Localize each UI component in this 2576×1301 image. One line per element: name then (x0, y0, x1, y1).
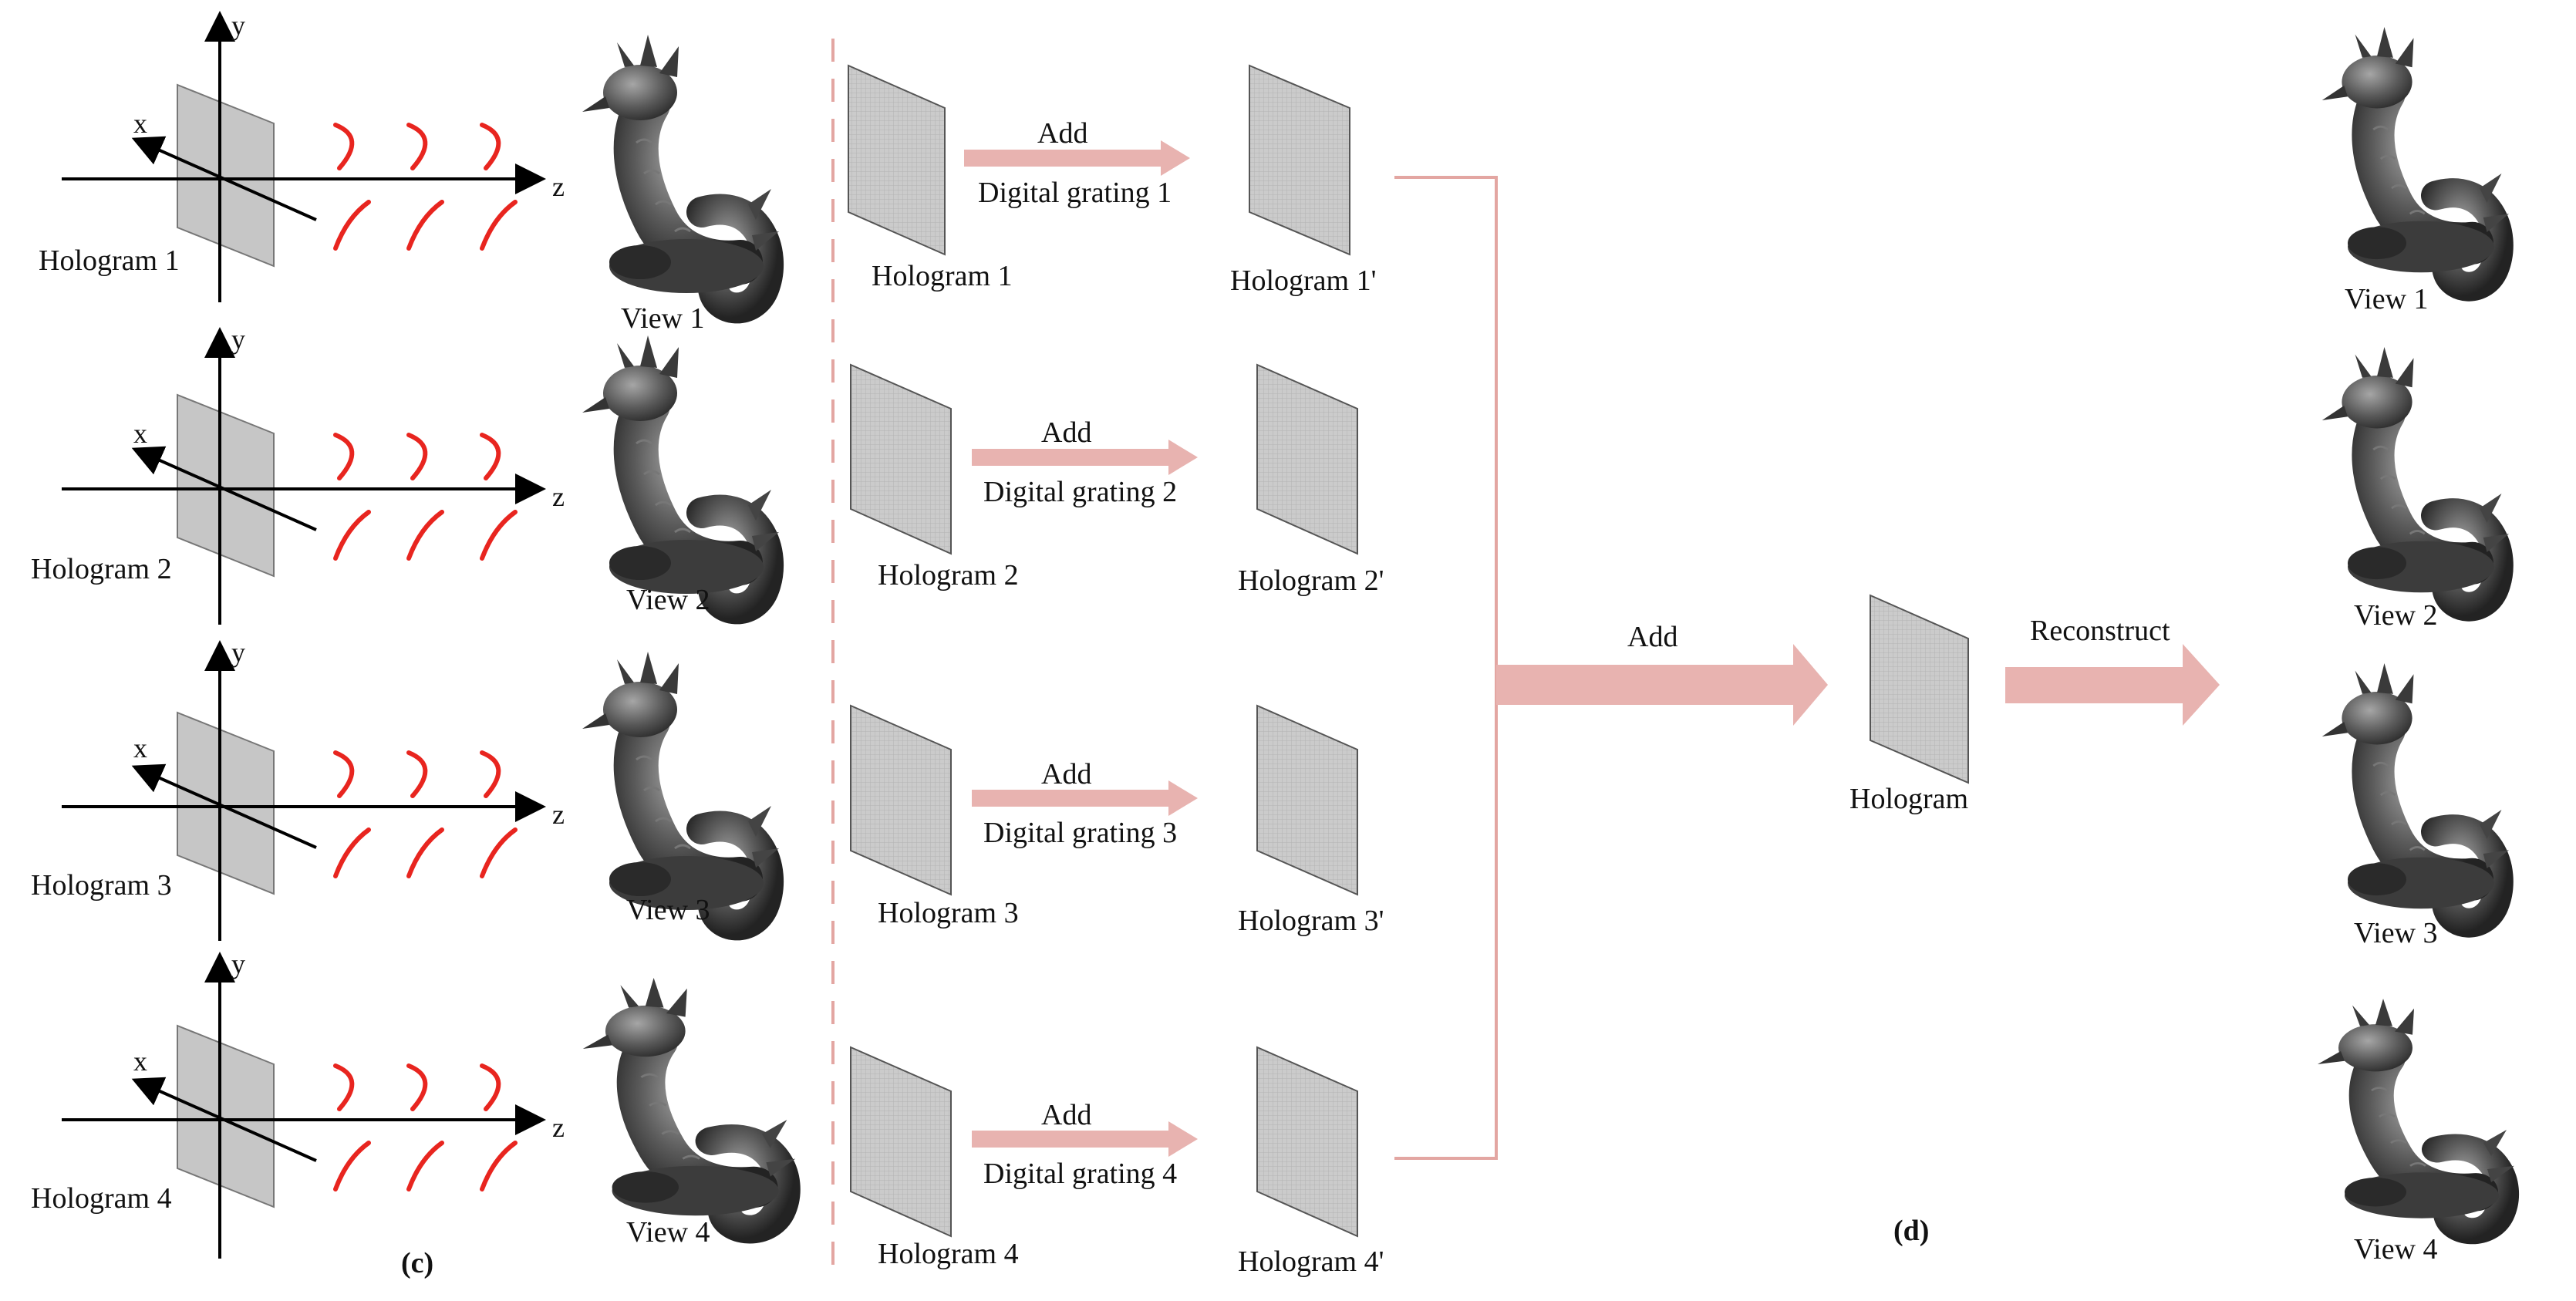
dragon-view-4 (583, 978, 795, 1229)
input-hologram-plate (850, 1046, 952, 1238)
x-axis (131, 1077, 317, 1162)
add-arrow (964, 140, 1190, 176)
z-axis-label: z (552, 481, 565, 512)
y-axis-label: y (231, 949, 245, 979)
output-hologram-plate (1249, 64, 1350, 256)
wavefront-arcs (333, 750, 518, 878)
reconstructed-dragon-2 (2322, 347, 2509, 607)
wavefront-arcs (333, 433, 518, 561)
output-hologram-label: Hologram 1' (1230, 265, 1376, 297)
add-label: Add (1041, 1099, 1091, 1131)
view-label-4: View 4 (626, 1216, 710, 1249)
add-label: Add (1037, 117, 1087, 150)
add-arrow (972, 780, 1198, 816)
add-label: Add (1041, 758, 1091, 790)
y-axis-label: y (231, 324, 245, 355)
dragon-view-3 (582, 652, 779, 925)
wavefront-arcs (333, 1063, 518, 1191)
reconstructed-view-label-1: View 1 (2345, 283, 2429, 315)
coordinate-row-3: y x z Hologram 3 (31, 637, 565, 941)
output-hologram-label: Hologram 3' (1238, 905, 1384, 937)
grating-row-2: Hologram 2 Add Digital grating 2 Hologra… (850, 363, 1384, 597)
y-axis-label: y (231, 10, 245, 41)
input-hologram-plate (848, 64, 946, 256)
right-panel: Add Hologram Reconstruct View 1 View 2 V… (1496, 27, 2514, 1266)
add-arrow (972, 440, 1198, 475)
reconstruct-label: Reconstruct (2030, 615, 2170, 647)
add-combine-label: Add (1627, 621, 1677, 653)
grating-label: Digital grating 4 (983, 1158, 1177, 1190)
hologram-plate (177, 393, 275, 578)
coordinate-row-2: y x z Hologram 2 (31, 324, 565, 625)
z-axis-label: z (552, 1112, 565, 1143)
input-hologram-label: Hologram 1 (872, 260, 1013, 292)
add-combine-arrow (1496, 644, 1828, 726)
grating-label: Digital grating 1 (978, 177, 1172, 209)
combined-hologram-label: Hologram (1849, 783, 1968, 815)
combine-bracket (1394, 176, 1498, 1160)
coordinate-row-4: y x z Hologram 4 (31, 949, 565, 1259)
grating-row-1: Hologram 1 Add Digital grating 1 Hologra… (848, 64, 1376, 297)
x-axis-label: x (133, 108, 147, 139)
dragon-view-1 (582, 35, 779, 308)
output-hologram-plate (1256, 363, 1358, 555)
reconstructed-view-label-3: View 3 (2354, 917, 2438, 949)
input-hologram-label: Hologram 2 (878, 559, 1019, 592)
panel-label-d: (d) (1893, 1215, 1929, 1247)
input-hologram-plate (850, 363, 952, 555)
z-axis-label: z (552, 799, 565, 830)
dragon-view-2 (582, 335, 779, 608)
x-axis (131, 136, 317, 221)
x-axis-label: x (133, 1046, 147, 1077)
x-axis (131, 446, 317, 531)
output-hologram-plate (1256, 704, 1358, 896)
combined-hologram-plate (1870, 594, 1969, 784)
input-hologram-label: Hologram 3 (878, 897, 1019, 929)
grating-row-3: Hologram 3 Add Digital grating 3 Hologra… (850, 704, 1384, 937)
hologram-label: Hologram 1 (39, 244, 180, 277)
reconstructed-view-label-2: View 2 (2354, 599, 2438, 632)
output-hologram-label: Hologram 4' (1238, 1245, 1384, 1278)
hologram-label: Hologram 4 (31, 1182, 172, 1215)
grating-label: Digital grating 3 (983, 817, 1177, 849)
left-panel: y x z Hologram 1 y x z Hologram 2 (31, 10, 795, 1279)
reconstructed-dragon-3 (2322, 663, 2509, 923)
x-axis (131, 763, 317, 849)
add-label: Add (1041, 416, 1091, 449)
output-hologram-plate (1256, 1046, 1358, 1238)
wavefront-arcs (333, 123, 518, 251)
z-axis-label: z (552, 171, 565, 202)
coordinate-row-1: y x z Hologram 1 (39, 10, 565, 302)
input-hologram-label: Hologram 4 (878, 1238, 1019, 1270)
grating-label: Digital grating 2 (983, 476, 1177, 508)
reconstructed-dragon-4 (2318, 999, 2514, 1231)
middle-panel: Hologram 1 Add Digital grating 1 Hologra… (848, 64, 1498, 1278)
input-hologram-plate (850, 704, 952, 896)
hologram-plate (177, 711, 275, 895)
view-label-3: View 3 (626, 894, 710, 926)
hologram-plate (177, 83, 275, 268)
x-axis-label: x (133, 733, 147, 763)
view-label-2: View 2 (626, 584, 710, 616)
grating-row-4: Hologram 4 Add Digital grating 4 Hologra… (850, 1046, 1384, 1278)
panel-label-c: (c) (401, 1247, 433, 1279)
view-label-1: View 1 (621, 302, 705, 335)
y-axis-label: y (231, 637, 245, 668)
hologram-plate (177, 1024, 275, 1208)
hologram-label: Hologram 3 (31, 869, 172, 902)
x-axis-label: x (133, 418, 147, 449)
reconstructed-view-label-4: View 4 (2354, 1233, 2438, 1266)
reconstructed-dragon-1 (2322, 27, 2509, 287)
hologram-label: Hologram 2 (31, 553, 172, 585)
output-hologram-label: Hologram 2' (1238, 565, 1384, 597)
reconstruct-arrow (2005, 644, 2220, 726)
add-arrow (972, 1121, 1198, 1157)
